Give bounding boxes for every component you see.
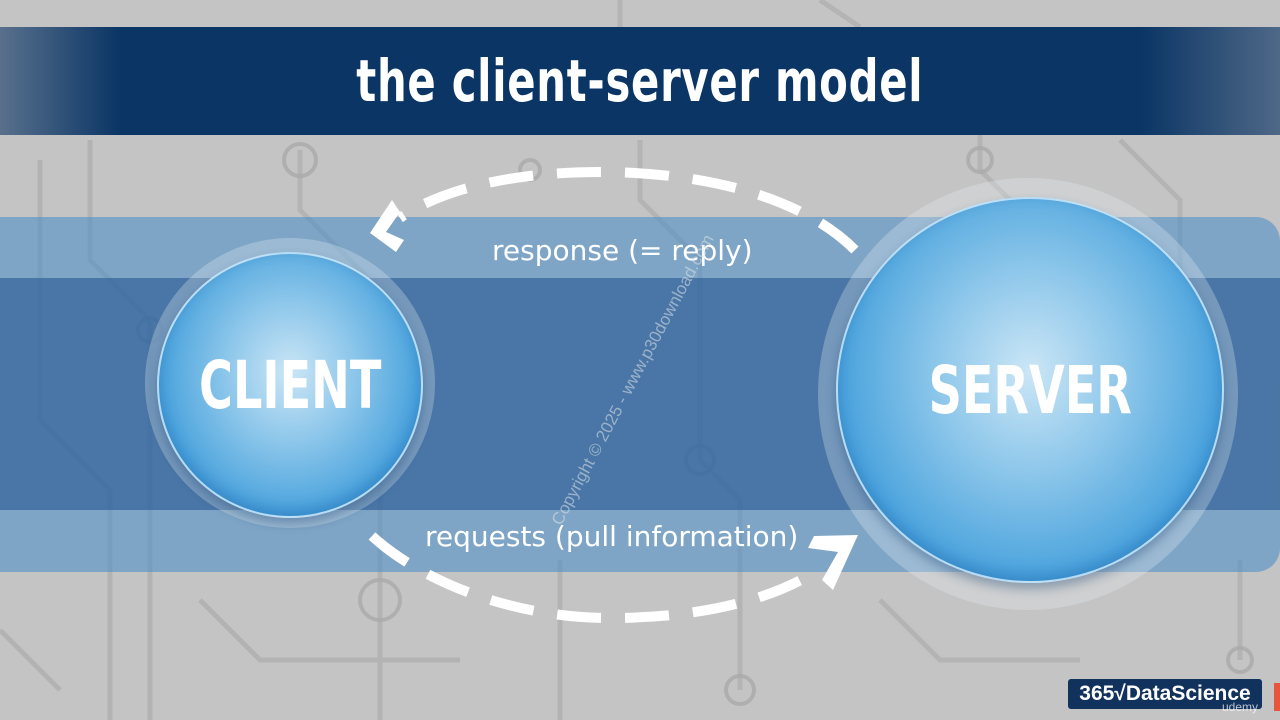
requests-arrowhead-icon bbox=[808, 535, 858, 590]
client-node: CLIENT bbox=[157, 252, 423, 518]
brand-logo: 365√DataScience bbox=[1068, 679, 1262, 709]
platform-watermark: udemy bbox=[1222, 700, 1259, 714]
server-label: SERVER bbox=[928, 351, 1132, 429]
title-bar: the client-server model bbox=[0, 27, 1280, 135]
server-node: SERVER bbox=[836, 197, 1224, 583]
requests-arrow-path bbox=[368, 532, 818, 624]
slide-title: the client-server model bbox=[356, 47, 924, 115]
edge-accent bbox=[1274, 683, 1280, 711]
client-label: CLIENT bbox=[198, 346, 382, 424]
response-arrowhead-icon bbox=[370, 200, 404, 252]
response-arrow-path bbox=[397, 166, 859, 254]
response-label: response (= reply) bbox=[492, 234, 753, 267]
requests-label: requests (pull information) bbox=[425, 520, 799, 553]
brand-logo-text: 365√DataScience bbox=[1079, 682, 1251, 705]
